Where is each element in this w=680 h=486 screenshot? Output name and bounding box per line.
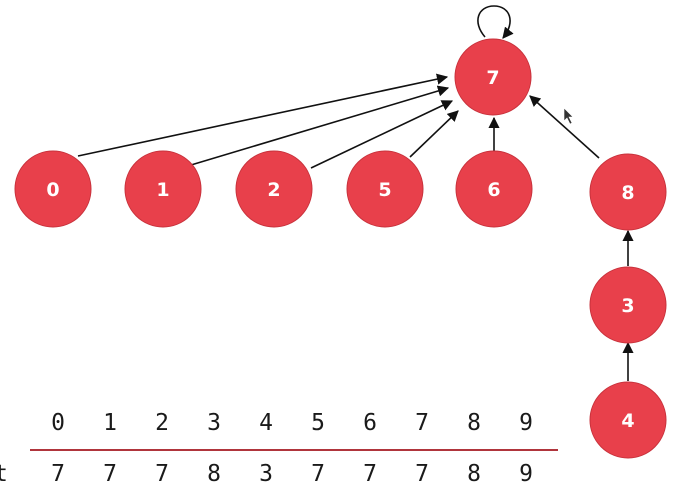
index-cell: 5 xyxy=(311,410,325,436)
node-0-circle xyxy=(14,150,92,228)
index-cell: 8 xyxy=(467,410,481,436)
value-cell: 9 xyxy=(519,461,533,486)
edge-7-self-loop xyxy=(477,5,514,39)
index-cell: 3 xyxy=(207,410,221,436)
value-cell: 7 xyxy=(155,461,169,486)
index-row: 0 1 2 3 4 5 6 7 8 9 xyxy=(51,410,533,436)
node-8-circle xyxy=(589,153,667,231)
edges-layer xyxy=(77,5,634,381)
node-2-label: 2 xyxy=(267,179,280,201)
node-0: 0 xyxy=(14,150,92,228)
node-3-label: 3 xyxy=(621,295,634,317)
nodes-layer: 7 0 1 2 5 6 8 3 xyxy=(14,38,667,459)
node-7: 7 xyxy=(454,38,532,116)
value-cell: 8 xyxy=(467,461,481,486)
value-cell: 7 xyxy=(51,461,65,486)
index-cell: 4 xyxy=(259,410,273,436)
parent-array-table: 0 1 2 3 4 5 6 7 8 9 t 7 7 7 8 3 7 7 7 8 … xyxy=(0,410,558,486)
value-cell: 8 xyxy=(207,461,221,486)
value-cell: 7 xyxy=(103,461,117,486)
node-3: 3 xyxy=(589,266,667,344)
edge-0-to-7 xyxy=(77,73,449,157)
index-cell: 7 xyxy=(415,410,429,436)
node-2: 2 xyxy=(235,150,313,228)
node-5: 5 xyxy=(346,150,424,228)
index-cell: 6 xyxy=(363,410,377,436)
index-cell: 2 xyxy=(155,410,169,436)
node-4: 4 xyxy=(589,381,667,459)
edge-8-to-7 xyxy=(529,95,600,159)
node-6-circle xyxy=(455,150,533,228)
index-cell: 9 xyxy=(519,410,533,436)
value-cell: 7 xyxy=(363,461,377,486)
index-cell: 0 xyxy=(51,410,65,436)
edge-1-to-7 xyxy=(190,85,450,166)
index-cell: 1 xyxy=(103,410,117,436)
node-6-label: 6 xyxy=(487,179,500,201)
node-4-circle xyxy=(589,381,667,459)
value-cell: 3 xyxy=(259,461,273,486)
node-4-label: 4 xyxy=(621,410,634,432)
node-7-label: 7 xyxy=(486,67,499,89)
value-cell: 7 xyxy=(311,461,325,486)
value-row: t 7 7 7 8 3 7 7 7 8 9 xyxy=(0,461,533,486)
node-8: 8 xyxy=(589,153,667,231)
edge-2-to-7 xyxy=(310,100,454,169)
mouse-cursor-icon xyxy=(563,107,574,125)
node-1: 1 xyxy=(124,150,202,228)
node-5-label: 5 xyxy=(378,179,391,201)
node-0-label: 0 xyxy=(46,179,59,201)
node-6: 6 xyxy=(455,150,533,228)
node-8-label: 8 xyxy=(621,182,634,204)
node-1-label: 1 xyxy=(156,179,169,201)
node-1-circle xyxy=(124,150,202,228)
value-cell: 7 xyxy=(415,461,429,486)
node-3-circle xyxy=(589,266,667,344)
node-7-circle xyxy=(454,38,532,116)
value-row-label: t xyxy=(0,461,8,486)
node-2-circle xyxy=(235,150,313,228)
edge-5-to-7 xyxy=(409,110,459,158)
node-5-circle xyxy=(346,150,424,228)
